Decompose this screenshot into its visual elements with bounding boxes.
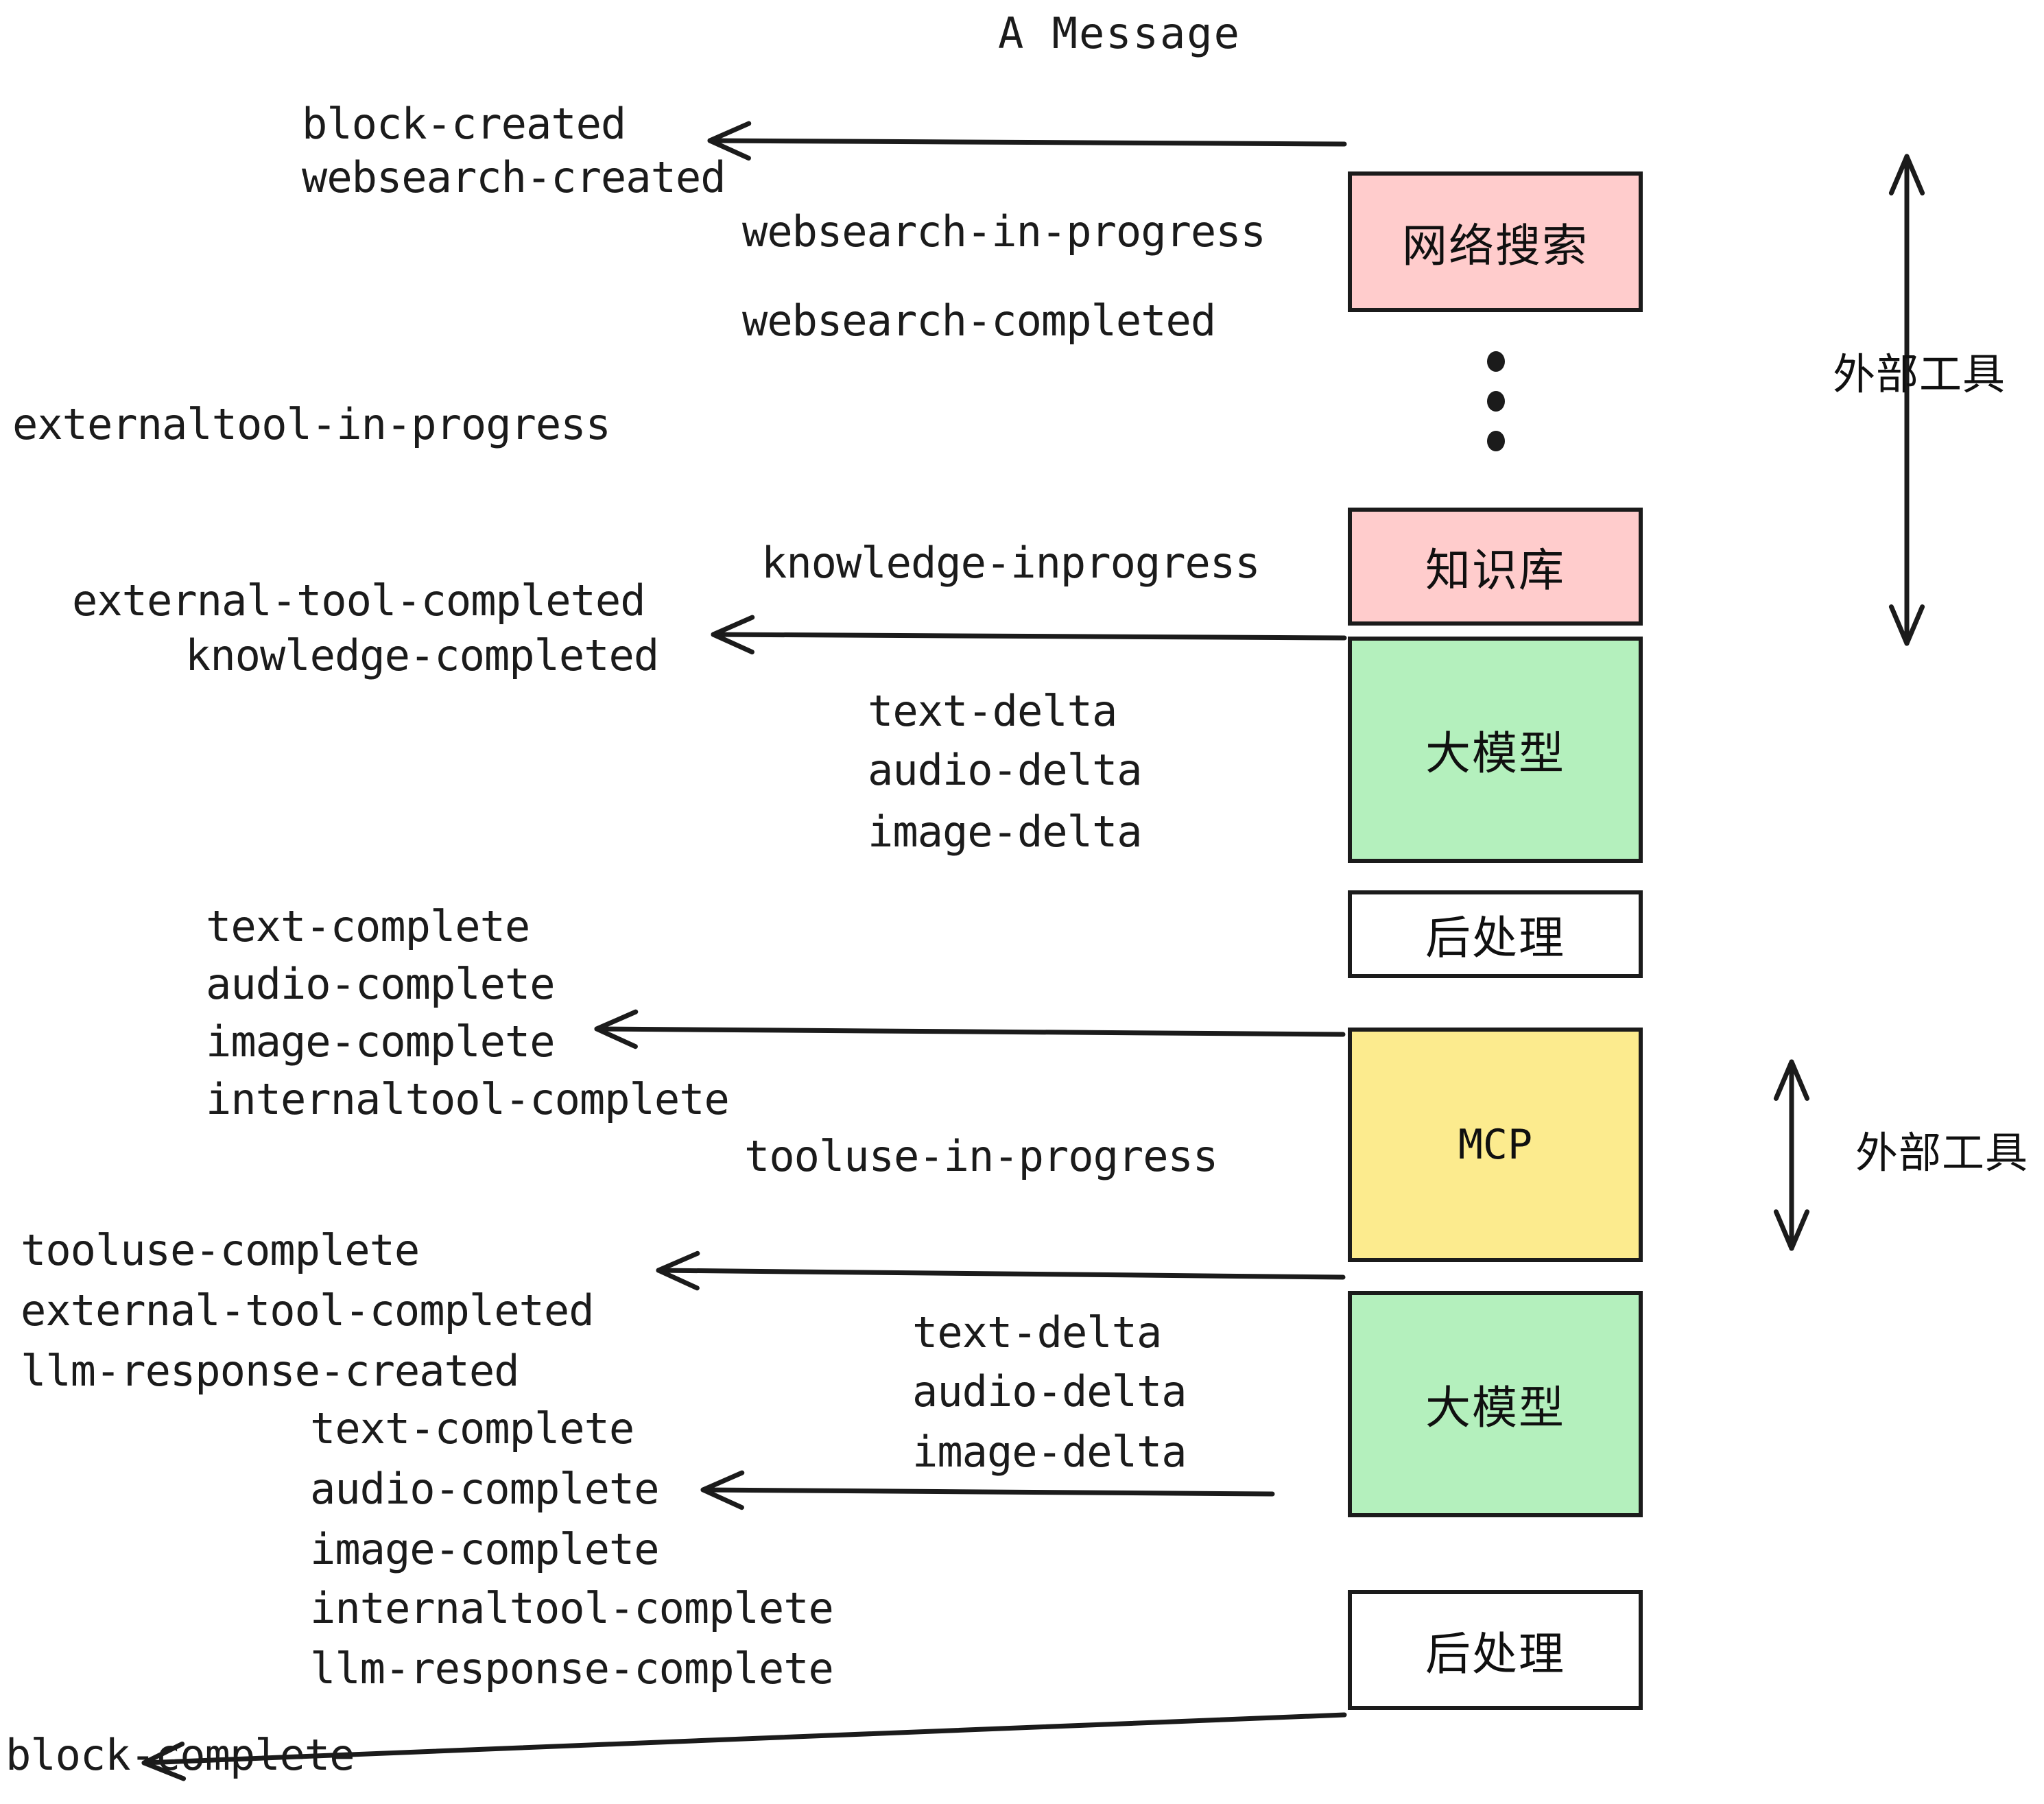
event-label-audio-delta-1: audio-delta [868, 745, 1143, 795]
arrow-image-complete-head [594, 1009, 639, 1049]
arrow-tooluse-complete-head [656, 1250, 700, 1291]
event-label-text-delta-2: text-delta [912, 1307, 1162, 1357]
event-label-image-complete-2: image-complete [310, 1524, 660, 1574]
event-label-block-created: block-created [302, 99, 626, 149]
node-llm-1[interactable]: 大模型 [1348, 637, 1643, 863]
external-tools-range-top-head-up [1888, 154, 1925, 195]
event-label-image-delta-1: image-delta [868, 807, 1143, 857]
event-label-external-tool-completed-2: external-tool-completed [21, 1285, 595, 1336]
event-label-audio-complete-1: audio-complete [206, 959, 556, 1009]
node-websearch[interactable]: 网络搜索 [1348, 171, 1643, 312]
event-label-llm-response-complete: llm-response-complete [310, 1643, 834, 1694]
external-tools-range-bottom-head-up [1773, 1059, 1810, 1101]
external-tools-range-bottom-head-down [1773, 1209, 1810, 1251]
event-label-tooluse-in-progress: tooluse-in-progress [744, 1131, 1218, 1181]
event-label-text-complete-2: text-complete [310, 1403, 634, 1453]
event-label-internaltool-complete-1: internaltool-complete [206, 1074, 730, 1124]
event-label-text-delta-1: text-delta [868, 686, 1117, 736]
event-label-block-complete: block-complete [5, 1730, 355, 1780]
event-label-knowledge-inprogress: knowledge-inprogress [761, 538, 1261, 588]
event-label-websearch-in-progress: websearch-in-progress [742, 206, 1266, 257]
arrow-image-complete-line [594, 1026, 1346, 1037]
external-tools-range-top-head-down [1888, 604, 1925, 646]
arrow-block-created-head [707, 121, 752, 161]
node-knowledge[interactable]: 知识库 [1348, 508, 1643, 626]
event-label-internaltool-complete-2: internaltool-complete [310, 1583, 834, 1633]
arrow-audio-complete-head [700, 1470, 745, 1510]
side-label-external-tools-top: 外部工具 [1833, 349, 2006, 399]
diagram-title: A Message [998, 8, 1241, 58]
event-label-image-delta-2: image-delta [912, 1427, 1187, 1477]
arrow-knowledge-completed-line [711, 632, 1347, 641]
event-label-tooluse-complete: tooluse-complete [21, 1225, 420, 1275]
event-label-text-complete-1: text-complete [206, 901, 530, 951]
node-postprocess-2[interactable]: 后处理 [1348, 1590, 1643, 1710]
event-label-knowledge-completed: knowledge-completed [185, 630, 659, 680]
event-label-llm-response-created: llm-response-created [21, 1346, 520, 1396]
arrow-tooluse-complete-line [656, 1268, 1346, 1280]
arrow-audio-complete-line [700, 1487, 1275, 1497]
event-label-audio-delta-2: audio-delta [912, 1366, 1187, 1416]
ellipsis-dot-2 [1487, 391, 1505, 412]
node-mcp[interactable]: MCP [1348, 1028, 1643, 1262]
node-postprocess-1[interactable]: 后处理 [1348, 890, 1643, 978]
node-llm-2[interactable]: 大模型 [1348, 1291, 1643, 1517]
event-label-external-tool-completed-1: external-tool-completed [72, 575, 646, 626]
arrow-block-complete-line [141, 1712, 1347, 1766]
side-label-external-tools-bottom: 外部工具 [1855, 1128, 2029, 1178]
event-label-websearch-created: websearch-created [302, 152, 726, 202]
event-label-image-complete-1: image-complete [206, 1017, 556, 1067]
arrow-block-created-line [707, 138, 1347, 147]
ellipsis-dot-1 [1487, 351, 1505, 372]
event-label-externaltool-in-progress: externaltool-in-progress [12, 399, 611, 449]
event-label-audio-complete-2: audio-complete [310, 1464, 660, 1514]
event-label-websearch-completed: websearch-completed [742, 296, 1216, 346]
arrow-block-complete-head [141, 1741, 187, 1781]
ellipsis-dot-3 [1487, 431, 1505, 451]
arrow-knowledge-completed-head [711, 615, 755, 655]
